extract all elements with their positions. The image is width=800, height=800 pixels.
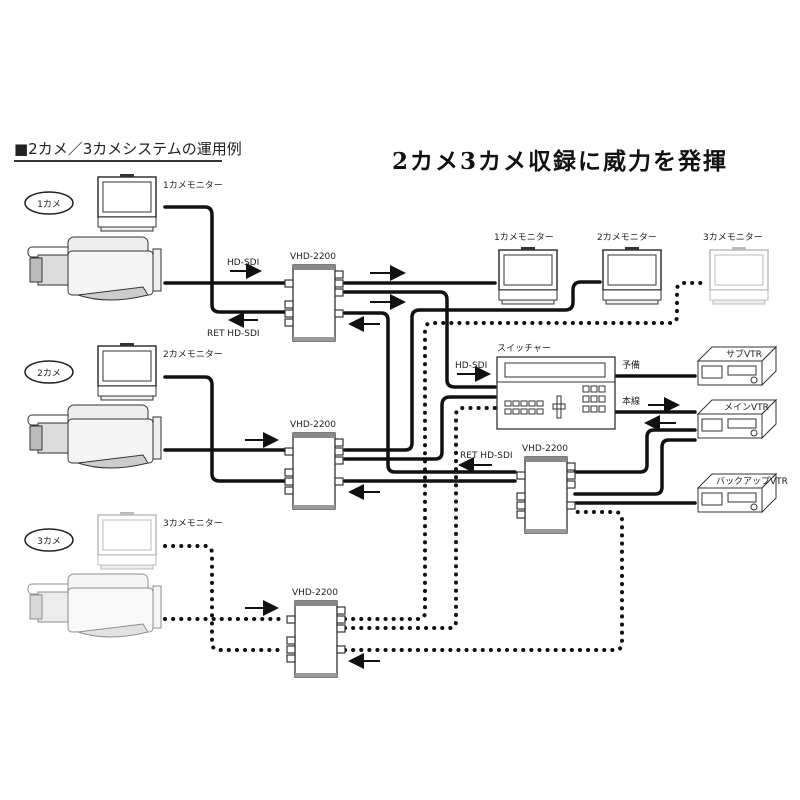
headline: 2カメ3カメ収録に威力を発揮 [392, 148, 729, 175]
signal-arrows [228, 263, 680, 669]
camera-3-badge: 3カメ [24, 528, 74, 552]
monitor-3-icon [709, 246, 769, 305]
svg-text:2カメ: 2カメ [37, 368, 61, 379]
camera-1-icon [27, 236, 162, 301]
camera-3-icon [27, 573, 162, 638]
camera-2-monitor-icon [97, 342, 157, 401]
monitor-2-label: 2カメモニター [597, 232, 657, 243]
camera-1-monitor-icon [97, 173, 157, 232]
camera-1-badge: 1カメ [24, 191, 74, 215]
monitor-2-icon [602, 246, 662, 305]
converter-1 [284, 264, 344, 342]
camera-3-monitor-icon [97, 511, 157, 570]
converter-1-label: VHD-2200 [290, 252, 336, 262]
switcher-spare-output-label: 予備 [622, 359, 640, 371]
switcher-ret-hd-sdi-label: RET HD-SDI [460, 451, 513, 461]
monitor-1-label: 1カメモニター [494, 232, 554, 243]
ret-hd-sdi-label: RET HD-SDI [207, 329, 260, 339]
converter-3 [286, 600, 346, 678]
cables [163, 205, 707, 652]
switcher-label: スイッチャー [497, 343, 551, 354]
sub-vtr-label: サブVTR [726, 348, 762, 360]
camera-2-monitor-label: 2カメモニター [163, 349, 223, 360]
switcher-main-output-label: 本線 [622, 395, 640, 407]
section-title: ■2カメ／3カメシステムの運用例 [14, 138, 242, 162]
camera-2-badge: 2カメ [24, 360, 74, 384]
svg-text:1カメ: 1カメ [37, 199, 61, 210]
converter-4-label: VHD-2200 [522, 444, 568, 454]
backup-vtr-label: バックアップVTR [716, 476, 788, 487]
monitor-3-label: 3カメモニター [703, 232, 763, 243]
converter-2-label: VHD-2200 [290, 420, 336, 430]
converter-3-label: VHD-2200 [292, 588, 338, 598]
camera-2-icon [27, 404, 162, 469]
converter-2 [284, 432, 344, 510]
camera-1-monitor-label: 1カメモニター [163, 180, 223, 191]
switcher-hd-sdi-label: HD-SDI [455, 361, 487, 371]
main-vtr-label: メインVTR [724, 403, 769, 413]
camera-3-monitor-label: 3カメモニター [163, 518, 223, 529]
hd-sdi-label: HD-SDI [227, 258, 259, 268]
converter-4 [516, 456, 576, 534]
monitor-1-icon [498, 246, 558, 305]
svg-text:3カメ: 3カメ [37, 536, 61, 547]
switcher [496, 356, 616, 430]
